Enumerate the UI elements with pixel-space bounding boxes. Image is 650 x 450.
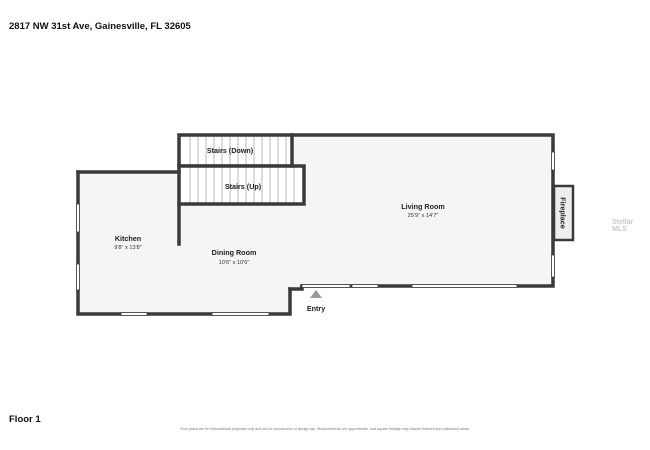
room-label-stairs-down: Stairs (Down)	[207, 146, 254, 155]
room-dims-living: 25'9" x 14'7"	[408, 213, 439, 219]
room-dims-kitchen: 9'8" x 13'8"	[114, 245, 142, 251]
room-label-entry: Entry	[307, 304, 325, 313]
floor-label: Floor 1	[9, 414, 41, 425]
windows	[76, 151, 555, 316]
disclaimer-text: Floor plans are for informational purpos…	[180, 427, 470, 431]
room-label-dining: Dining Room	[212, 248, 257, 257]
watermark-logo: Stellar MLS	[612, 219, 634, 233]
property-address: 2817 NW 31st Ave, Gainesville, FL 32605	[9, 21, 191, 32]
room-label-fireplace: Fireplace	[559, 197, 568, 229]
room-label-kitchen: Kitchen	[115, 234, 141, 243]
stairs-down	[181, 137, 292, 165]
room-label-living: Living Room	[401, 202, 445, 211]
stairs-up	[181, 167, 304, 203]
room-label-stairs-up: Stairs (Up)	[225, 182, 262, 191]
room-dims-dining: 10'6" x 10'6"	[219, 260, 250, 266]
entry-arrow-icon	[310, 290, 322, 298]
fireplace	[552, 184, 575, 242]
